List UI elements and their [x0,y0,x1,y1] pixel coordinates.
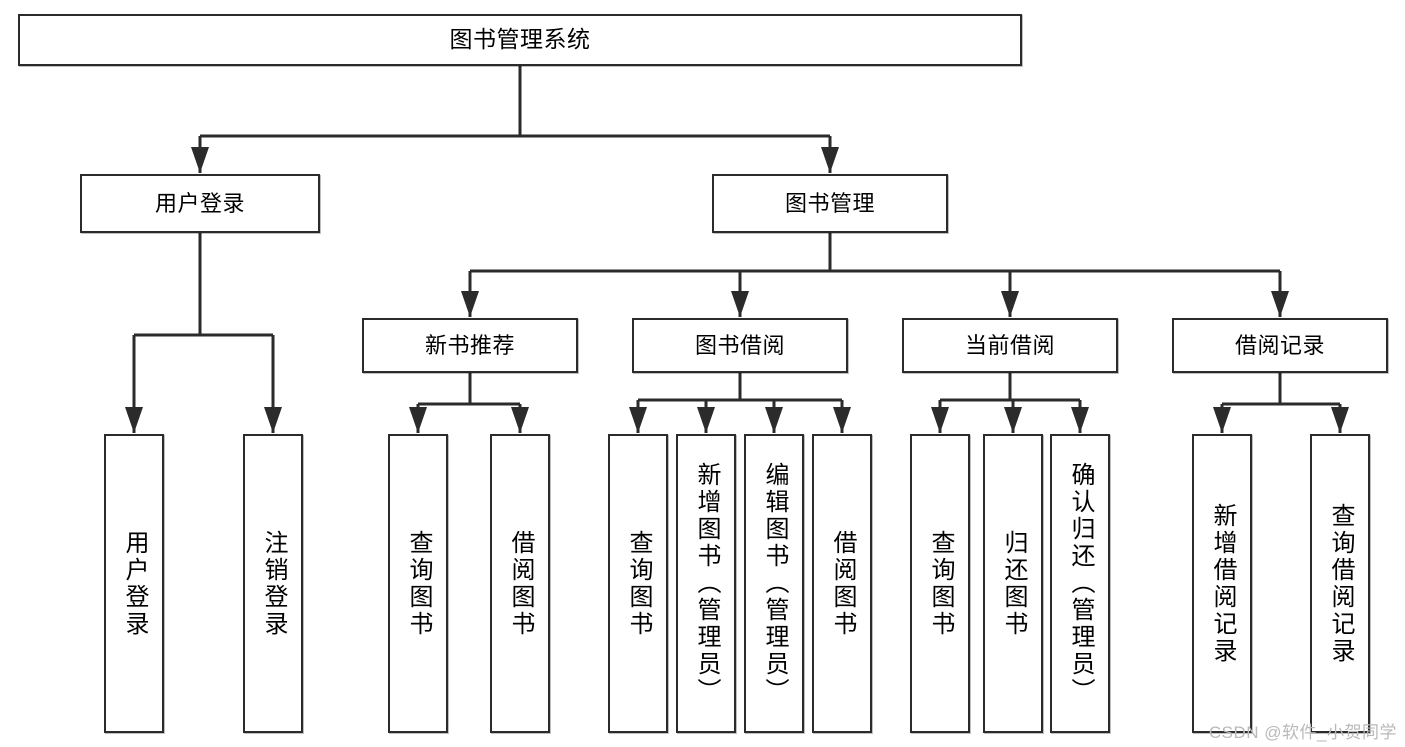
node-c1[interactable]: 查询图书 [910,434,970,733]
node-newbook[interactable]: 新书推荐 [362,318,578,373]
node-c3[interactable]: 确认归还（管理员） [1050,434,1110,733]
arrowhead-icon [511,407,529,433]
node-label: 借阅记录 [1234,332,1325,358]
node-label: 图书管理 [784,190,875,216]
node-r2[interactable]: 查询借阅记录 [1310,434,1370,733]
node-label: 注销登录 [260,529,287,638]
node-l1[interactable]: 用户登录 [104,434,164,733]
arrowhead-icon [461,291,479,317]
node-label: 借阅图书 [507,529,534,638]
arrowhead-icon [697,407,715,433]
node-l2[interactable]: 注销登录 [243,434,303,733]
arrowhead-icon [629,407,647,433]
arrowhead-icon [1001,291,1019,317]
arrowhead-icon [1004,407,1022,433]
arrowhead-icon [1331,407,1349,433]
arrowhead-icon [833,407,851,433]
node-label: 查询图书 [405,529,432,638]
node-label: 图书管理系统 [449,26,591,53]
node-label: 借阅图书 [829,529,856,638]
node-label: 用户登录 [154,190,245,216]
arrowhead-icon [409,407,427,433]
node-r1[interactable]: 新增借阅记录 [1192,434,1252,733]
node-b2[interactable]: 新增图书（管理员） [676,434,736,733]
arrowhead-icon [765,407,783,433]
node-n1[interactable]: 查询图书 [388,434,448,733]
node-label: 新书推荐 [424,332,515,358]
arrowhead-icon [931,407,949,433]
node-label: 查询图书 [625,529,652,638]
node-b4[interactable]: 借阅图书 [812,434,872,733]
node-n2[interactable]: 借阅图书 [490,434,550,733]
arrowhead-icon [731,291,749,317]
arrowhead-icon [821,147,839,173]
arrowhead-icon [191,147,209,173]
node-label: 查询借阅记录 [1327,502,1354,665]
node-label: 当前借阅 [964,332,1055,358]
watermark-text: CSDN @软件_小贺同学 [1208,723,1397,742]
node-label: 归还图书 [1000,529,1027,638]
node-borrow[interactable]: 图书借阅 [632,318,848,373]
node-label: 图书借阅 [694,332,785,358]
node-label: 用户登录 [121,529,148,638]
arrowhead-icon [125,407,143,433]
node-records[interactable]: 借阅记录 [1172,318,1388,373]
node-label: 新增图书（管理员） [693,462,720,705]
node-c2[interactable]: 归还图书 [983,434,1043,733]
arrowhead-icon [1071,407,1089,433]
node-b1[interactable]: 查询图书 [608,434,668,733]
arrowhead-icon [1271,291,1289,317]
node-root[interactable]: 图书管理系统 [18,14,1022,66]
node-bookmgmt[interactable]: 图书管理 [712,174,948,233]
arrowhead-icon [1213,407,1231,433]
node-label: 新增借阅记录 [1209,502,1236,665]
node-label: 编辑图书（管理员） [761,462,788,705]
node-label: 查询图书 [927,529,954,638]
node-b3[interactable]: 编辑图书（管理员） [744,434,804,733]
node-login[interactable]: 用户登录 [80,174,320,233]
arrowhead-icon [264,407,282,433]
node-current[interactable]: 当前借阅 [902,318,1118,373]
node-label: 确认归还（管理员） [1067,462,1094,705]
